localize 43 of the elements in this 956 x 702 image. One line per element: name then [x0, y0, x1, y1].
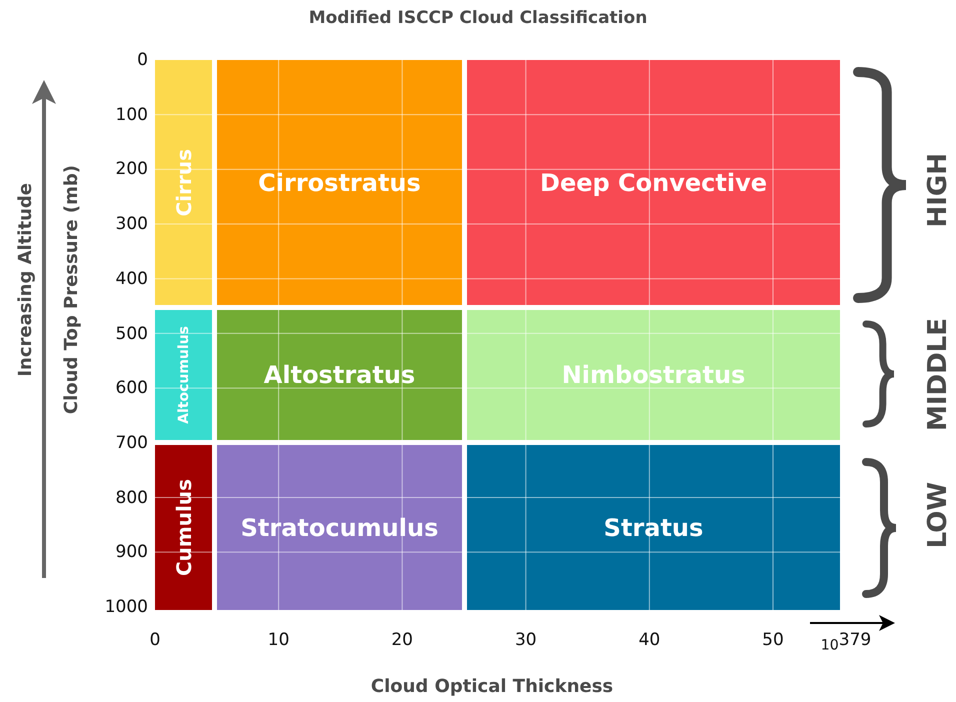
tick-label: 500 [116, 324, 148, 344]
tick-label: 200 [116, 159, 148, 180]
cloud-type-cell [155, 310, 212, 440]
tick-label: 1000 [104, 597, 148, 617]
axis-title: Cloud Top Pressure (mb) [60, 165, 82, 415]
axis-title: Increasing Altitude [14, 183, 36, 377]
tick-label: 100 [116, 104, 148, 125]
cell-label: Stratus [604, 514, 704, 542]
cell-label: Cirrus [172, 148, 196, 216]
cell-label: Nimbostratus [562, 361, 746, 389]
cloud-type-cell [467, 60, 840, 305]
tick-label: 400 [116, 268, 148, 289]
cloud-type-cell [155, 60, 212, 305]
cloud-type-cell [217, 310, 462, 440]
cloud-type-cell [155, 445, 212, 610]
cell-label: Deep Convective [540, 168, 767, 196]
cell-label: Altostratus [264, 361, 416, 389]
cell-label: Stratocumulus [240, 514, 438, 542]
tick-label: $_{10}$379 [820, 630, 872, 650]
chart-title: Modified ISCCP Cloud Classification [308, 8, 648, 28]
altitude-band-label: HIGH [923, 152, 953, 228]
tick-label: 0 [150, 630, 160, 650]
cloud-type-cell [467, 445, 840, 610]
tick-label: 900 [116, 542, 148, 562]
axis-title: Cloud Optical Thickness [370, 676, 614, 697]
altitude-band-label: LOW [923, 482, 953, 548]
cell-label: Altocumulus [176, 326, 192, 424]
tick-label: 20 [391, 630, 413, 650]
cloud-type-cell [217, 60, 462, 305]
tick-label: 600 [116, 378, 148, 398]
tick-label: 800 [116, 488, 148, 508]
cloud-type-cell [467, 310, 840, 440]
cell-label: Cumulus [172, 479, 196, 576]
cell-label: Cirrostratus [258, 168, 421, 196]
tick-label: 30 [514, 630, 537, 650]
tick-label: 50 [762, 630, 784, 650]
cloud-type-cell [217, 445, 462, 610]
tick-label: 300 [116, 214, 148, 234]
tick-label: 10 [268, 630, 290, 650]
tick-label: 40 [638, 630, 660, 650]
altitude-band-label: MIDDLE [923, 318, 953, 432]
tick-label: 0 [137, 50, 148, 70]
tick-label: 700 [116, 432, 148, 453]
